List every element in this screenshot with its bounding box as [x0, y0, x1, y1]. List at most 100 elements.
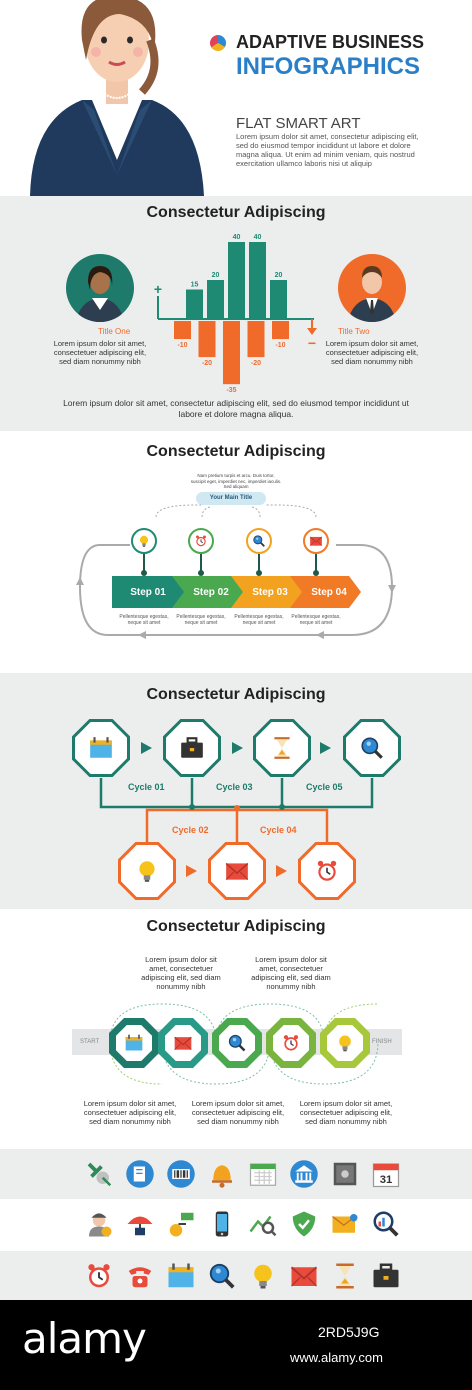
cycle-top-node [163, 719, 221, 777]
top-text-1: Lorem ipsum dolor sit amet, consectetuer… [141, 955, 221, 991]
positive-bar [228, 242, 245, 318]
svg-text:31: 31 [380, 1174, 393, 1186]
calendar-grid-icon [246, 1157, 280, 1191]
satellite-icon [82, 1157, 116, 1191]
avatar-title-one [66, 254, 134, 322]
search-bars-icon [369, 1207, 403, 1241]
barcode-icon [164, 1157, 198, 1191]
section-cycles: Consectetur Adipiscing Cycle 01 Cycle 03… [0, 673, 472, 909]
lightbulb-icon [137, 534, 151, 548]
calendar-icon [88, 735, 114, 761]
timeline-node-inner [327, 1025, 363, 1061]
octagon-inner [256, 722, 308, 774]
negative-bar [198, 321, 216, 358]
alarm-clock-icon [82, 1259, 116, 1293]
chart-magnifier-icon [246, 1207, 280, 1241]
header-section: ADAPTIVE BUSINESS INFOGRAPHICS FLAT SMAR… [0, 0, 472, 196]
cycles-connectors [99, 742, 374, 877]
title-two-label: Title Two [338, 327, 370, 336]
timeline-node-inner [219, 1025, 255, 1061]
section-heading: Consectetur Adipiscing [146, 204, 326, 221]
envelope-icon [173, 1033, 193, 1053]
bank-icon [287, 1157, 321, 1191]
steps-diagram [76, 504, 396, 639]
timeline-node-inner [273, 1025, 309, 1061]
title-two-text: Lorem ipsum dolor sit amet, consectetuer… [325, 339, 419, 366]
briefcase-icon [369, 1259, 403, 1293]
envelope-icon [287, 1259, 321, 1293]
octagon-inner [301, 845, 353, 897]
finish-label: FINISH [372, 1039, 392, 1045]
avatar-title-two [338, 254, 406, 322]
alarm-clock-icon [194, 534, 208, 548]
cycle-bottom-node [298, 842, 356, 900]
step-label: Step 02 [193, 586, 229, 598]
lightbulb-icon [134, 858, 160, 884]
bottom-text-1: Lorem ipsum dolor sit amet, consectetuer… [83, 1099, 177, 1126]
umbrella-icon [123, 1207, 157, 1241]
positive-bar [249, 242, 266, 318]
title-line1: ADAPTIVE BUSINESS [236, 32, 425, 52]
negative-bar [223, 321, 240, 385]
icon-row-2 [0, 1199, 472, 1251]
plus-sign: + [154, 281, 162, 297]
positive-bar-label: 40 [233, 234, 241, 241]
title-one-label: Title One [98, 327, 131, 336]
timeline-node [320, 1018, 370, 1068]
timeline-node-inner [116, 1025, 152, 1061]
magnifier-icon [227, 1033, 247, 1053]
step-connector [315, 554, 317, 574]
positive-bar-label: 15 [191, 282, 199, 289]
image-id: 2RD5J9G [318, 1324, 380, 1340]
step-caption: Pellentesque egestas, neque sit amet [176, 614, 226, 626]
positive-bar-label: 40 [254, 234, 262, 241]
bell-icon [205, 1157, 239, 1191]
lightbulb-icon [335, 1033, 355, 1053]
positive-bar [186, 289, 203, 318]
timeline-node-inner [165, 1025, 201, 1061]
section-timeline: Consectetur Adipiscing Lorem ipsum dolor… [0, 909, 472, 1149]
envelope-icon [309, 534, 323, 548]
negative-bar [174, 321, 191, 340]
hourglass-icon [269, 735, 295, 761]
octagon-inner [75, 722, 127, 774]
briefcase-icon [179, 735, 205, 761]
positive-bar-label: 20 [212, 272, 220, 279]
footer-url: www.alamy.com [290, 1350, 383, 1365]
email-icon [328, 1207, 362, 1241]
step-caption: Pellentesque egestas, neque sit amet [119, 614, 169, 626]
businesswoman-illustration [30, 0, 204, 196]
step-arrow-1[interactable]: Step 01 [112, 576, 184, 608]
cycle-top-node [343, 719, 401, 777]
envelope-icon [224, 858, 250, 884]
step-icon-circle [246, 528, 272, 554]
cycle-top-node [253, 719, 311, 777]
calendar-icon [164, 1259, 198, 1293]
octagon-inner [121, 845, 173, 897]
negative-bar [272, 321, 289, 340]
timeline-node [212, 1018, 262, 1068]
start-label: START [80, 1039, 100, 1045]
safe-icon [328, 1157, 362, 1191]
logo-pie-icon [210, 35, 226, 51]
subtitle: FLAT SMART ART [236, 115, 361, 132]
step-label: Step 03 [252, 586, 288, 598]
shield-icon [287, 1207, 321, 1241]
timeline-node [266, 1018, 316, 1068]
alarm-clock-icon [281, 1033, 301, 1053]
octagon-inner [211, 845, 263, 897]
step-connector-dot [141, 570, 147, 576]
main-title-pill[interactable]: Your Main Title [196, 492, 266, 505]
positive-bar [207, 280, 224, 318]
documents-icon [123, 1157, 157, 1191]
title-line2: INFOGRAPHICS [236, 53, 421, 80]
section-steps: Consectetur Adipiscing Nam pretium turpi… [0, 431, 472, 673]
timeline-node [158, 1018, 208, 1068]
section-heading: Consectetur Adipiscing [146, 443, 326, 460]
lightbulb-icon [246, 1259, 280, 1293]
cycle-02-label: Cycle 02 [172, 825, 209, 835]
steps-note: Nam pretium turpis et arcu. Duis tortor,… [190, 473, 282, 489]
magnifier-icon [205, 1259, 239, 1293]
bottom-text-3: Lorem ipsum dolor sit amet, consectetuer… [299, 1099, 393, 1126]
